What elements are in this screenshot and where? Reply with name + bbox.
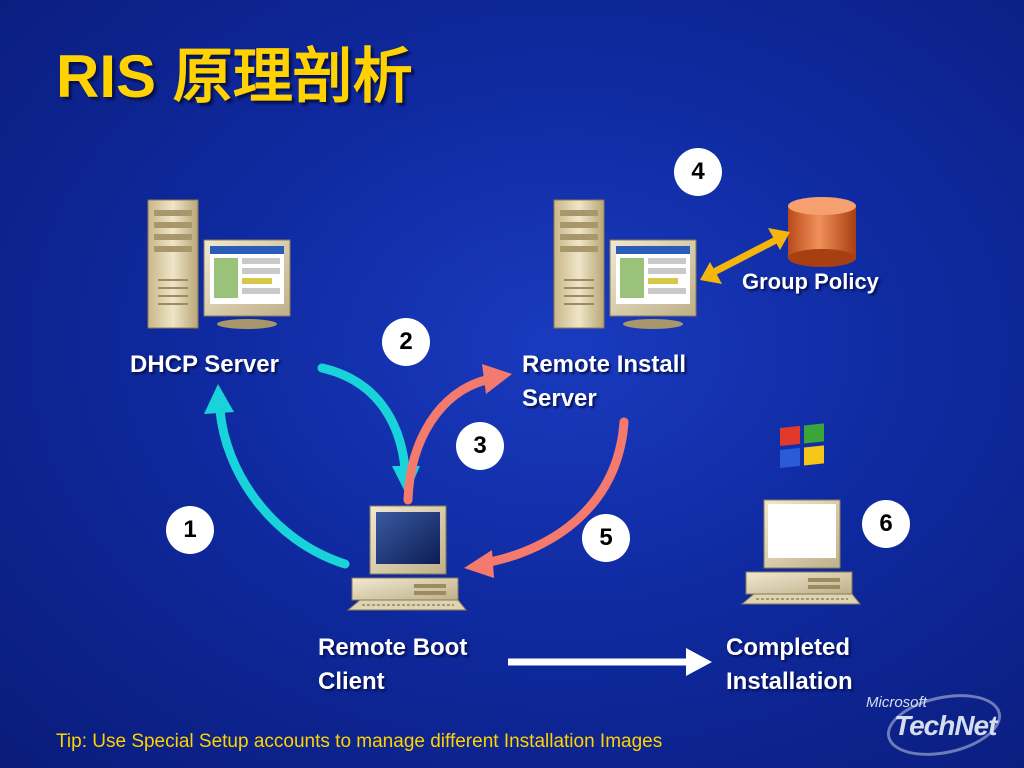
step-badge-2: 2 xyxy=(382,318,430,366)
remote-boot-client-label-line: Remote Boot xyxy=(318,634,468,661)
completed-installation-label-line: Completed xyxy=(726,634,851,661)
group-policy-label-text: Group Policy xyxy=(742,269,879,294)
arrow-client-to-install-server xyxy=(403,364,512,505)
remote-boot-client-label-line: Client xyxy=(318,668,385,695)
dhcp-server-icon xyxy=(147,199,291,330)
dhcp-server-label-text: DHCP Server xyxy=(130,351,279,378)
step-badge-6: 6 xyxy=(862,500,910,548)
step-badge-1: 1 xyxy=(166,506,214,554)
completed-installation-label-line: Installation xyxy=(726,668,853,695)
completed-installation-label: Completed Installation xyxy=(726,631,853,699)
step-badge-5: 5 xyxy=(582,514,630,562)
step-badge-4: 4 xyxy=(674,148,722,196)
database-icon xyxy=(788,197,856,267)
remote-install-server-label-line: Remote Install xyxy=(522,351,687,378)
technet-logo: Microsoft TechNet xyxy=(864,684,1014,766)
remote-install-server-label: Remote Install Server xyxy=(522,348,686,416)
tip-text: Tip: Use Special Setup accounts to manag… xyxy=(56,731,663,752)
arrow-client-to-dhcp xyxy=(204,384,350,569)
dhcp-server-label: DHCP Server xyxy=(130,348,279,382)
group-policy-label: Group Policy xyxy=(742,268,879,296)
windows-logo-icon xyxy=(768,423,836,558)
arrow-install-server-group-policy xyxy=(700,228,790,284)
logo-technet-text: TechNet xyxy=(894,710,997,741)
remote-install-server-label-line: Server xyxy=(522,385,597,412)
remote-install-server-icon xyxy=(553,199,697,330)
page-title: RIS 原理剖析 xyxy=(56,43,413,110)
logo-microsoft-text: Microsoft xyxy=(866,694,927,711)
arrow-client-to-completed xyxy=(508,648,712,676)
arrow-install-server-to-client xyxy=(464,417,629,578)
remote-boot-client-label: Remote Boot Client xyxy=(318,631,467,699)
step-badge-3: 3 xyxy=(456,422,504,470)
arrow-dhcp-to-client xyxy=(317,363,420,496)
remote-boot-client-icon xyxy=(347,505,467,611)
